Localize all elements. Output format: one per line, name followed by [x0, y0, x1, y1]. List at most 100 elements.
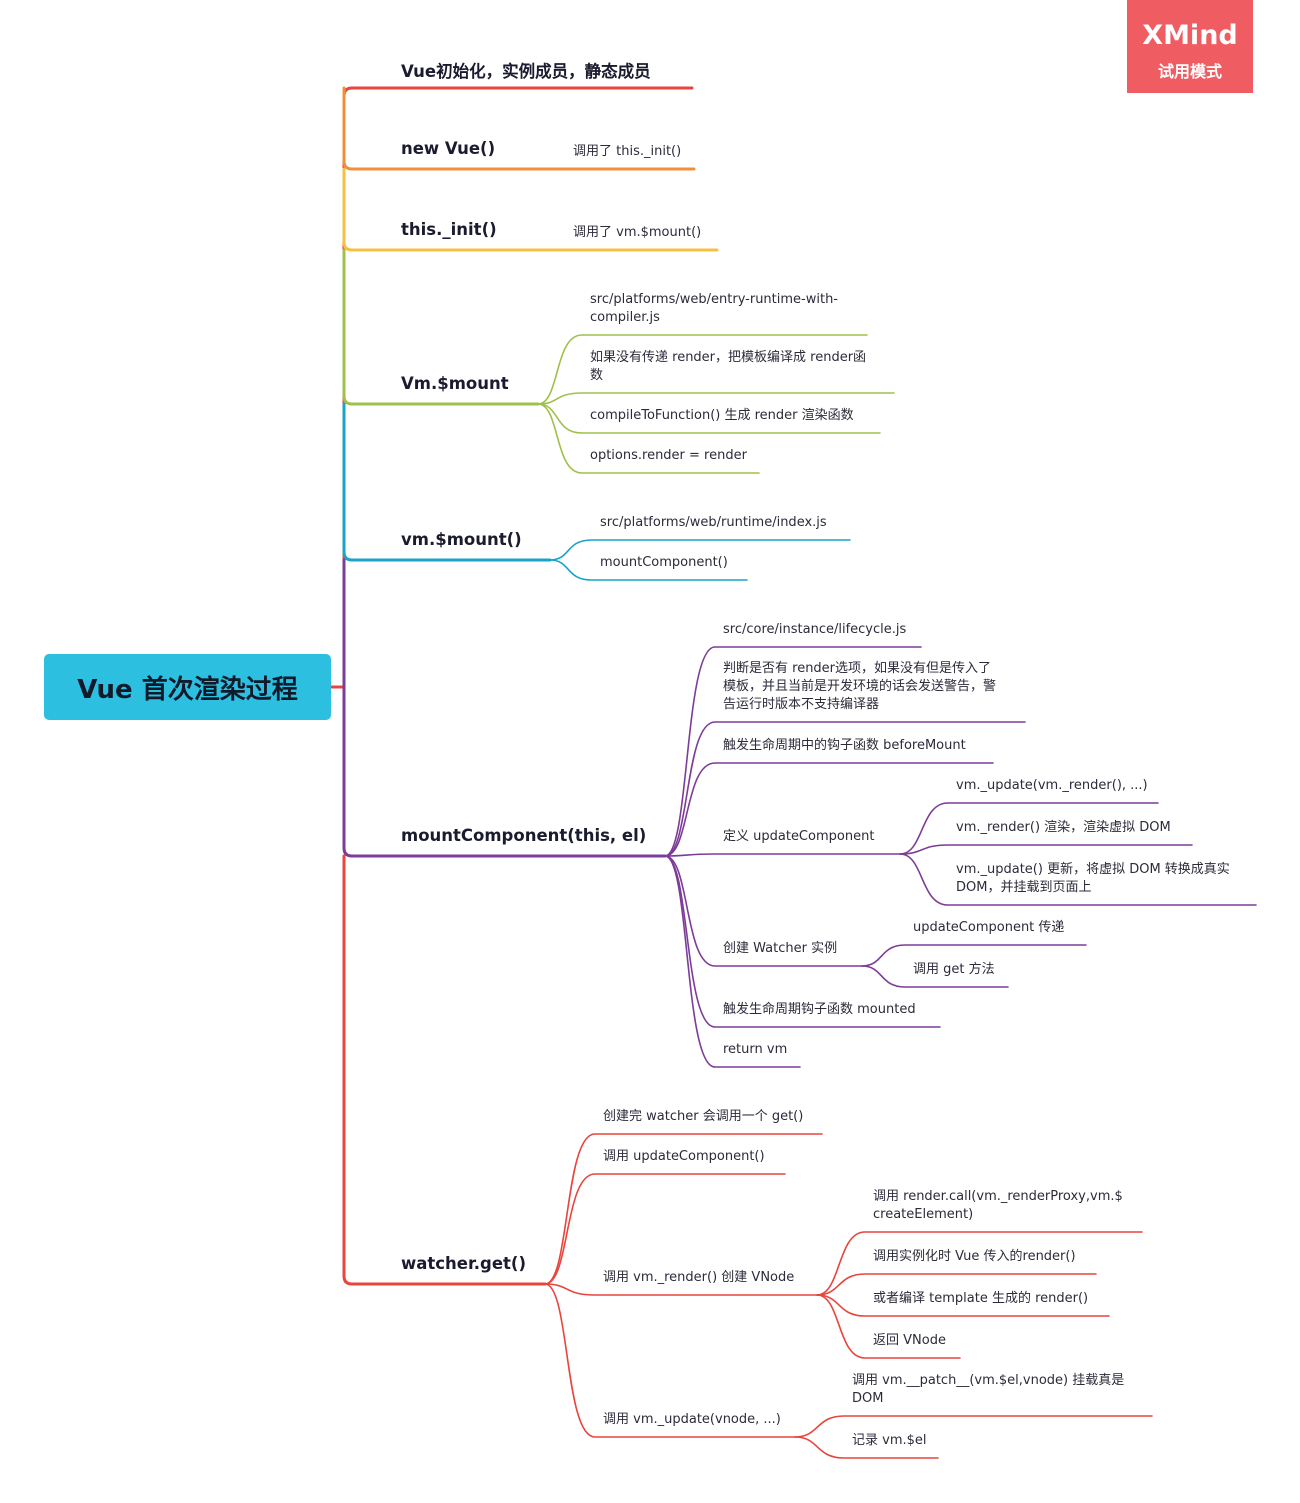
- watermark-mode: 试用模式: [1157, 62, 1222, 81]
- topic-line: 创建完 watcher 会调用一个 get(): [603, 1109, 804, 1124]
- subtopic-connector-b4c2: [537, 392, 895, 405]
- subtopic-b7c3[interactable]: 调用 vm._render() 创建 VNode: [603, 1269, 794, 1287]
- topic-line: createElement): [873, 1207, 974, 1222]
- branch-connector-b4: [342, 248, 540, 406]
- subsubtopic-b7c4b[interactable]: 记录 vm.$el: [852, 1432, 927, 1450]
- subtopic-b5c1[interactable]: src/platforms/web/runtime/index.js: [600, 514, 827, 532]
- topic-line: vm._update() 更新，将虚拟 DOM 转换成真实: [956, 862, 1230, 877]
- subtopic-connector-b7c4: [544, 1283, 796, 1438]
- subtopic-b7c4[interactable]: 调用 vm._update(vnode, ...): [603, 1411, 781, 1429]
- topic-line: 调用 vm._update(vnode, ...): [603, 1412, 781, 1427]
- subtopic-b6c1[interactable]: src/core/instance/lifecycle.js: [723, 621, 906, 639]
- topic-line: 调用了 this._init(): [573, 144, 682, 159]
- topic-line: 触发生命周期中的钩子函数 beforeMount: [723, 738, 966, 753]
- topic-line: 调用实例化时 Vue 传入的render(): [873, 1249, 1076, 1264]
- topic-line: src/platforms/web/entry-runtime-with-: [590, 292, 839, 307]
- topic-line: DOM，并挂载到页面上: [956, 880, 1092, 895]
- subsubtopic-connector-b6c4a: [899, 802, 1159, 855]
- topic-line: 判断是否有 render选项，如果没有但是传入了: [723, 661, 992, 676]
- subsubtopic-b7c4a[interactable]: 调用 vm.__patch__(vm.$el,vnode) 挂载真是 DOM: [852, 1372, 1124, 1408]
- subtopic-connector-b4c4: [537, 403, 760, 474]
- topic-line: 调用 get 方法: [913, 962, 995, 977]
- topic-line: src/core/instance/lifecycle.js: [723, 622, 907, 637]
- subtopic-connector-b6c5: [664, 855, 863, 967]
- subsubtopic-b6c4b[interactable]: vm._render() 渲染，渲染虚拟 DOM: [956, 819, 1171, 837]
- branch-connector-b3: [342, 167, 719, 252]
- subtopic-connector-b7c1: [544, 1133, 823, 1285]
- topic-line: return vm: [723, 1042, 788, 1057]
- subtopic-connector-b4c3: [537, 403, 881, 434]
- branch-connector-b1: [342, 86, 694, 689]
- subtopic-connector-b6c4: [664, 853, 901, 857]
- subtopic-connector-b6c3: [664, 762, 994, 857]
- topic-line: 调用 render.call(vm._renderProxy,vm.$: [873, 1189, 1123, 1204]
- branch-connector-b5: [342, 402, 552, 562]
- trial-watermark: XMind 试用模式: [1127, 0, 1253, 93]
- subsubtopic-connector-b7c3d: [816, 1294, 961, 1359]
- branch-connector-b7: [342, 854, 547, 1286]
- topic-line: options.render = render: [590, 448, 747, 463]
- branch-topic-b2[interactable]: new Vue(): [401, 139, 496, 158]
- subsubtopic-b6c5b[interactable]: 调用 get 方法: [913, 961, 995, 979]
- subsubtopic-connector-b7c3b: [816, 1273, 1097, 1296]
- subtopic-b6c5[interactable]: 创建 Watcher 实例: [723, 940, 837, 958]
- subsubtopic-b6c5a[interactable]: updateComponent 传递: [913, 919, 1064, 937]
- subtopic-b6c7[interactable]: return vm: [723, 1041, 787, 1059]
- topic-line: updateComponent 传递: [913, 920, 1065, 935]
- topic-line: 创建 Watcher 实例: [723, 941, 838, 956]
- branch-topic-b7[interactable]: watcher.get(): [401, 1254, 527, 1273]
- subsubtopic-connector-b7c3a: [816, 1231, 1143, 1296]
- subtopic-connector-b7c2: [544, 1173, 786, 1285]
- subtopic-b4c4[interactable]: options.render = render: [590, 447, 747, 465]
- branch-topic-b6[interactable]: mountComponent(this, el): [401, 826, 647, 845]
- subtopic-b2c1[interactable]: 调用了 this._init(): [573, 143, 681, 161]
- root-topic[interactable]: Vue 首次渲染过程: [44, 654, 331, 720]
- branch-connector-b6: [342, 558, 667, 858]
- topic-line: 触发生命周期钩子函数 mounted: [723, 1002, 916, 1017]
- subtopic-b6c4[interactable]: 定义 updateComponent: [723, 828, 874, 846]
- subsubtopic-b6c4a[interactable]: vm._update(vm._render(), ...): [956, 777, 1148, 795]
- subtopic-b6c6[interactable]: 触发生命周期钩子函数 mounted: [723, 1001, 916, 1019]
- subsubtopic-b7c3c[interactable]: 或者编译 template 生成的 render(): [873, 1290, 1088, 1308]
- subtopic-connector-b4c1: [537, 334, 868, 405]
- topic-line: 模板，并且当前是开发环境的话会发送警告，警: [723, 679, 997, 694]
- subsubtopic-connector-b6c4b: [899, 844, 1193, 855]
- root-topic-label: Vue 首次渲染过程: [77, 674, 298, 705]
- subsubtopic-connector-b7c4b: [794, 1436, 939, 1459]
- subsubtopic-connector-b6c5b: [861, 965, 1009, 988]
- branch-connector-b2: [342, 86, 696, 171]
- watermark-brand: XMind: [1142, 20, 1238, 51]
- subtopic-b4c2[interactable]: 如果没有传递 render，把模板编译成 render函数: [590, 349, 866, 385]
- topic-line: mountComponent(): [600, 555, 728, 570]
- subtopic-b3c1[interactable]: 调用了 vm.$mount(): [573, 224, 701, 242]
- topic-line: 调用 vm.__patch__(vm.$el,vnode) 挂载真是: [852, 1373, 1125, 1388]
- branch-topic-b4[interactable]: Vm.$mount: [401, 374, 509, 393]
- topic-line: 数: [590, 368, 604, 383]
- branch-topic-b3[interactable]: this._init(): [401, 220, 497, 239]
- subsubtopic-b7c3a[interactable]: 调用 render.call(vm._renderProxy,vm.$creat…: [873, 1188, 1123, 1224]
- subsubtopic-connector-b6c5a: [861, 944, 1087, 967]
- branch-topic-b5[interactable]: vm.$mount(): [401, 530, 522, 549]
- subtopic-connector-b5c2: [549, 559, 748, 581]
- subsubtopic-b7c3d[interactable]: 返回 VNode: [873, 1332, 946, 1350]
- subtopic-b4c3[interactable]: compileToFunction() 生成 render 渲染函数: [590, 407, 854, 425]
- topic-line: DOM: [852, 1391, 884, 1406]
- subtopic-b7c1[interactable]: 创建完 watcher 会调用一个 get(): [603, 1108, 803, 1126]
- subtopic-b4c1[interactable]: src/platforms/web/entry-runtime-with-com…: [590, 291, 838, 327]
- subtopic-connector-b5c1: [549, 539, 851, 561]
- topic-line: compileToFunction() 生成 render 渲染函数: [590, 408, 854, 423]
- subtopic-connector-b6c2: [664, 721, 1026, 857]
- subtopic-b7c2[interactable]: 调用 updateComponent(): [603, 1148, 765, 1166]
- subtopic-connector-b6c7: [664, 855, 801, 1068]
- subsubtopic-connector-b7c3c: [816, 1294, 1110, 1317]
- subtopic-b5c2[interactable]: mountComponent(): [600, 554, 728, 572]
- subsubtopic-b7c3b[interactable]: 调用实例化时 Vue 传入的render(): [873, 1248, 1076, 1266]
- subsubtopic-b6c4c[interactable]: vm._update() 更新，将虚拟 DOM 转换成真实 DOM，并挂载到页面上: [956, 861, 1230, 897]
- subtopic-connector-b6c1: [664, 646, 922, 857]
- subtopic-b6c2[interactable]: 判断是否有 render选项，如果没有但是传入了模板，并且当前是开发环境的话会发…: [723, 660, 996, 714]
- subtopic-b6c3[interactable]: 触发生命周期中的钩子函数 beforeMount: [723, 737, 966, 755]
- topic-line: 记录 vm.$el: [852, 1433, 927, 1448]
- branch-topic-b1[interactable]: Vue初始化，实例成员，静态成员: [401, 62, 651, 81]
- topic-line: 定义 updateComponent: [723, 829, 875, 844]
- topic-line: 调用 updateComponent(): [603, 1149, 765, 1164]
